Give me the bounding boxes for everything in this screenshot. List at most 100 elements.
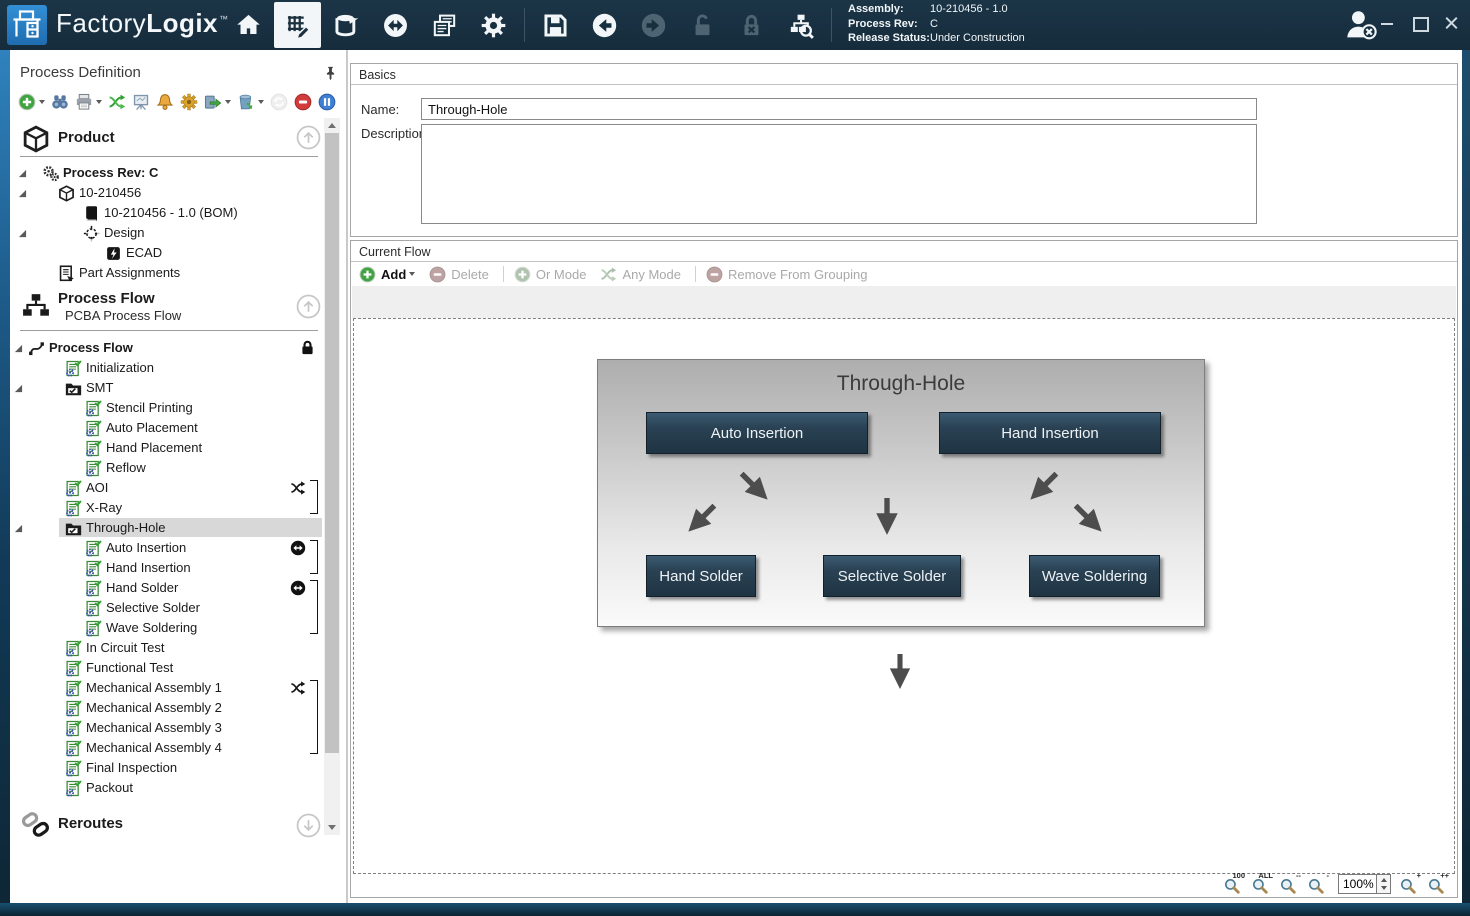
tree-item-x-ray[interactable]: X-Ray xyxy=(10,498,322,518)
tree-item-10-210456-1-0-bom[interactable]: 10-210456 - 1.0 (BOM) xyxy=(10,203,322,223)
tree-item-aoi[interactable]: AOI xyxy=(10,478,322,498)
remove-from-grouping-button[interactable]: Remove From Grouping xyxy=(706,266,867,283)
zoom-level-spinner[interactable] xyxy=(1338,874,1391,894)
notification-bell-button[interactable] xyxy=(156,93,174,111)
process-flow-section-header[interactable]: Process Flow PCBA Process Flow xyxy=(10,288,345,330)
refresh-button[interactable] xyxy=(270,93,288,111)
undo-icon[interactable] xyxy=(581,2,628,48)
tree-item-packout[interactable]: Packout xyxy=(10,778,322,798)
product-section-header[interactable]: Product xyxy=(10,123,345,155)
zoom-out-fast-button[interactable]: -- xyxy=(1280,871,1301,894)
minimize-button[interactable] xyxy=(1378,14,1396,32)
any-mode-button[interactable]: Any Mode xyxy=(600,266,681,283)
tree-item-in-circuit-test[interactable]: In Circuit Test xyxy=(10,638,322,658)
tree-item-functional-test[interactable]: Functional Test xyxy=(10,658,322,678)
dropdown-caret-icon[interactable] xyxy=(258,100,264,104)
zoom-in-fast-button[interactable]: ++ xyxy=(1428,871,1449,894)
name-input[interactable] xyxy=(421,98,1257,120)
reroutes-section-header[interactable]: Reroutes xyxy=(10,805,345,845)
zoom-level-input[interactable] xyxy=(1338,874,1376,894)
dropdown-caret-icon[interactable] xyxy=(96,100,102,104)
pin-icon[interactable] xyxy=(323,65,338,81)
maximize-button[interactable] xyxy=(1410,14,1429,32)
zoom-100-button[interactable]: 100 xyxy=(1224,871,1245,894)
tree-item-wave-soldering[interactable]: Wave Soldering xyxy=(10,618,322,638)
tree-item-auto-placement[interactable]: Auto Placement xyxy=(10,418,322,438)
stop-button[interactable] xyxy=(294,93,312,111)
presentation-button[interactable] xyxy=(132,93,150,111)
print-button[interactable] xyxy=(75,93,102,111)
scroll-up-icon[interactable] xyxy=(324,118,340,133)
tree-expander-icon[interactable] xyxy=(14,384,23,393)
flow-node-selective-solder[interactable]: Selective Solder xyxy=(823,555,961,597)
tree-expander-icon[interactable] xyxy=(18,229,27,238)
scrollbar-thumb[interactable] xyxy=(325,133,339,753)
tree-item-design[interactable]: Design xyxy=(10,223,322,243)
lock-x-icon[interactable] xyxy=(728,2,775,48)
zoom-out-button[interactable]: - xyxy=(1308,871,1329,894)
tree-item-reflow[interactable]: Reflow xyxy=(10,458,322,478)
tree-expander-icon[interactable] xyxy=(14,524,23,533)
documents-icon[interactable] xyxy=(421,2,468,48)
export-button[interactable] xyxy=(204,93,231,111)
release-search-icon[interactable] xyxy=(777,2,824,48)
tree-item-process-rev-c[interactable]: Process Rev: C xyxy=(10,163,322,183)
zoom-all-button[interactable]: ALL xyxy=(1252,871,1273,894)
save-icon[interactable] xyxy=(532,2,579,48)
tree-item-smt[interactable]: SMT xyxy=(10,378,322,398)
options-gear-button[interactable] xyxy=(180,93,198,111)
tree-item-selective-solder[interactable]: Selective Solder xyxy=(10,598,322,618)
transfer-icon[interactable] xyxy=(372,2,419,48)
dropdown-caret-icon[interactable] xyxy=(225,100,231,104)
scroll-down-icon[interactable] xyxy=(324,820,340,835)
move-down-icon[interactable] xyxy=(296,813,321,838)
process-definition-icon[interactable] xyxy=(274,2,321,48)
panel-splitter[interactable] xyxy=(346,50,348,903)
flow-node-hand-insertion[interactable]: Hand Insertion xyxy=(939,412,1161,454)
any-mode-button[interactable] xyxy=(108,93,126,111)
close-button[interactable] xyxy=(1442,14,1460,32)
tree-item-mechanical-assembly-2[interactable]: Mechanical Assembly 2 xyxy=(10,698,322,718)
redo-icon[interactable] xyxy=(630,2,677,48)
flow-node-hand-solder[interactable]: Hand Solder xyxy=(646,555,756,597)
add-button[interactable] xyxy=(18,93,45,111)
delete-button[interactable] xyxy=(237,93,264,111)
move-up-icon[interactable] xyxy=(296,294,321,319)
spinner-updown-icon[interactable] xyxy=(1376,874,1391,894)
tree-item-hand-solder[interactable]: Hand Solder xyxy=(10,578,322,598)
tree-item-through-hole[interactable]: Through-Hole xyxy=(10,518,322,538)
tree-item-mechanical-assembly-4[interactable]: Mechanical Assembly 4 xyxy=(10,738,322,758)
tree-item-process-flow[interactable]: Process Flow xyxy=(10,338,322,358)
tree-expander-icon[interactable] xyxy=(18,169,27,178)
dropdown-caret-icon[interactable] xyxy=(409,272,416,276)
move-up-icon[interactable] xyxy=(296,125,321,150)
zoom-in-button[interactable]: + xyxy=(1400,871,1421,894)
add-button[interactable]: Add xyxy=(359,266,416,283)
flow-node-wave-soldering[interactable]: Wave Soldering xyxy=(1029,555,1160,597)
or-mode-button[interactable]: Or Mode xyxy=(514,266,586,283)
logout-user-icon[interactable] xyxy=(1344,8,1378,42)
dropdown-caret-icon[interactable] xyxy=(39,100,45,104)
tree-expander-icon[interactable] xyxy=(18,189,27,198)
left-panel-scrollbar[interactable] xyxy=(324,118,340,835)
tree-item-hand-placement[interactable]: Hand Placement xyxy=(10,438,322,458)
tree-item-initialization[interactable]: Initialization xyxy=(10,358,322,378)
home-icon[interactable] xyxy=(225,2,272,48)
unlock-icon[interactable] xyxy=(679,2,726,48)
tree-item-10-210456[interactable]: 10-210456 xyxy=(10,183,322,203)
tree-item-final-inspection[interactable]: Final Inspection xyxy=(10,758,322,778)
tree-expander-icon[interactable] xyxy=(14,344,23,353)
tree-item-mechanical-assembly-1[interactable]: Mechanical Assembly 1 xyxy=(10,678,322,698)
settings-gear-icon[interactable] xyxy=(470,2,517,48)
tree-item-ecad[interactable]: ECAD xyxy=(10,243,322,263)
delete-button[interactable]: Delete xyxy=(429,266,489,283)
tree-item-stencil-printing[interactable]: Stencil Printing xyxy=(10,398,322,418)
tree-item-part-assignments[interactable]: Part Assignments xyxy=(10,263,322,283)
description-input[interactable] xyxy=(421,124,1257,224)
tree-item-mechanical-assembly-3[interactable]: Mechanical Assembly 3 xyxy=(10,718,322,738)
flow-node-auto-insertion[interactable]: Auto Insertion xyxy=(646,412,868,454)
find-button[interactable] xyxy=(51,93,69,111)
materials-icon[interactable] xyxy=(323,2,370,48)
